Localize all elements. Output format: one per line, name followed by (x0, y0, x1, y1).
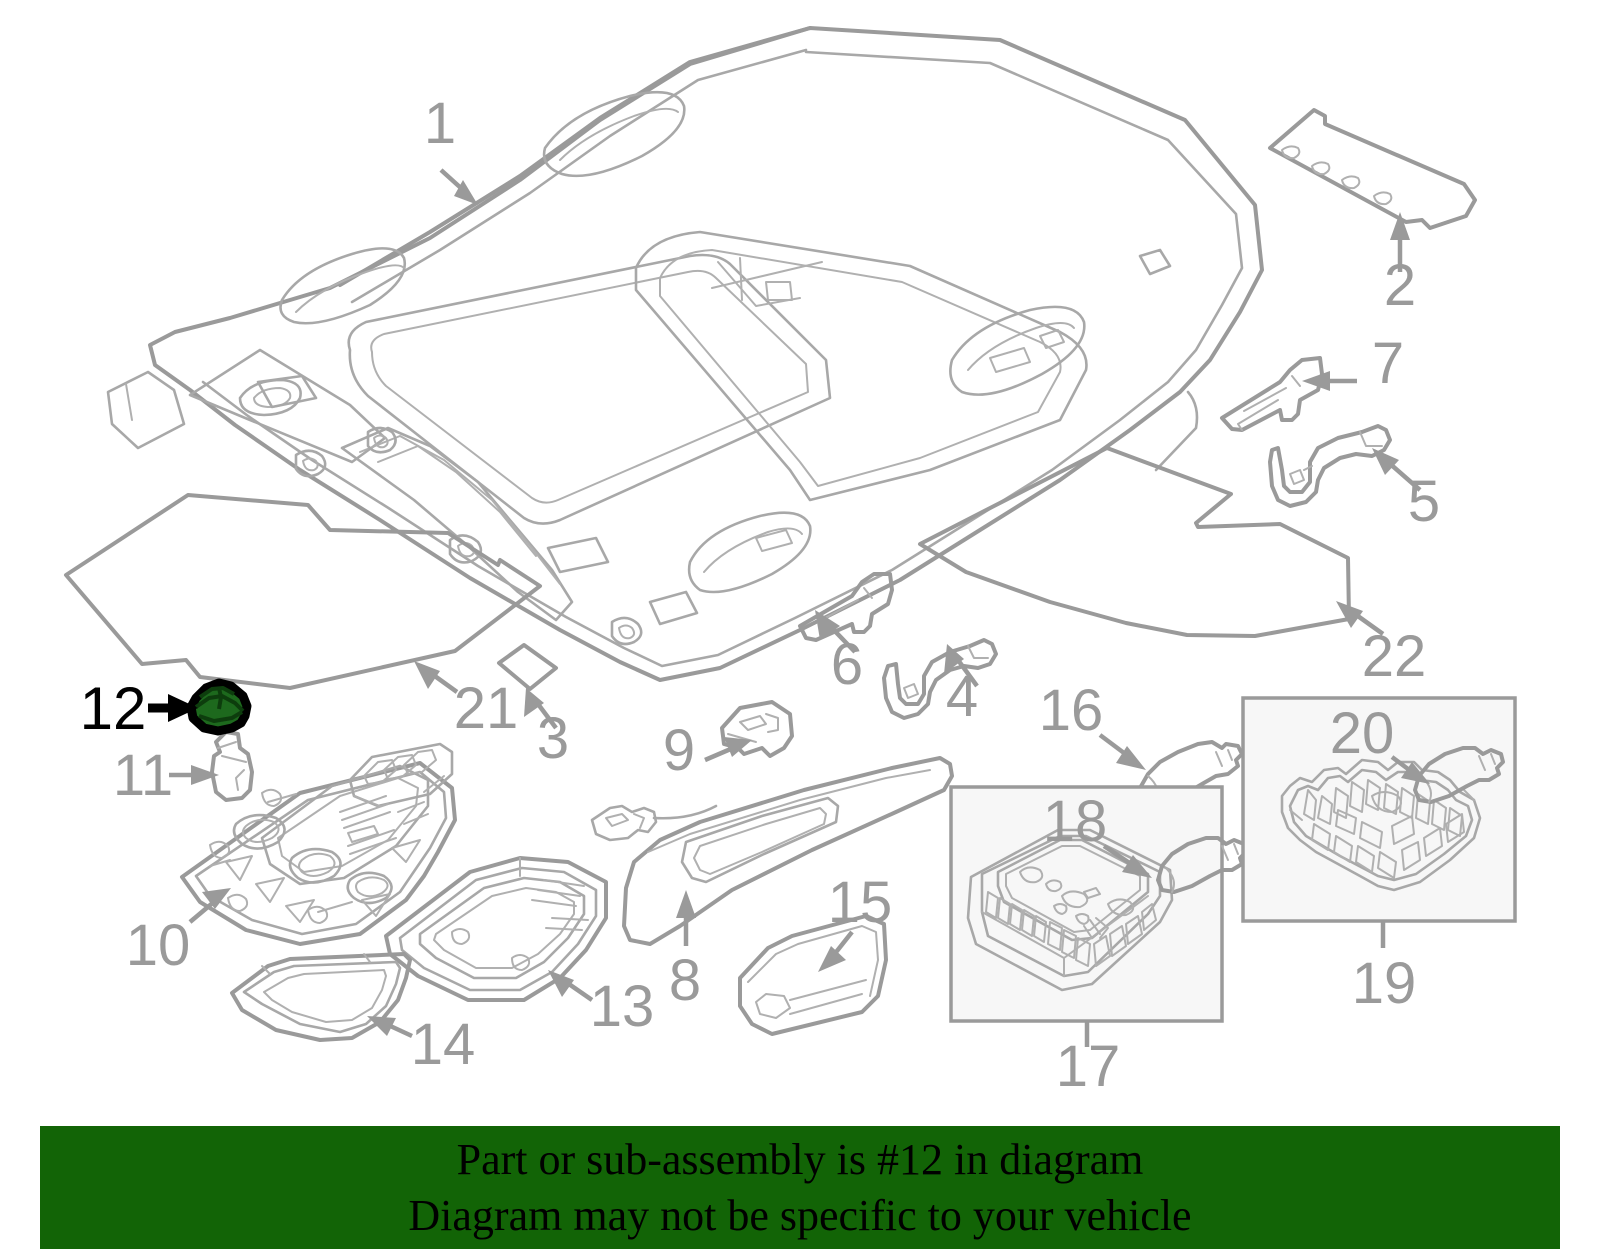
banner-line-disclaimer: Diagram may not be specific to your vehi… (408, 1190, 1192, 1240)
callout-label-18: 18 (1043, 789, 1108, 854)
callout-label-13: 13 (590, 974, 655, 1039)
part-grip-bracket-front (1220, 356, 1324, 432)
callout-leader-7 (1302, 371, 1357, 391)
callout-label-6: 6 (831, 632, 863, 697)
callout-leader-9 (704, 737, 752, 763)
part-console-lens-frame (230, 952, 412, 1042)
callout-leader-13 (548, 970, 594, 1002)
callout-leader-1 (439, 168, 478, 205)
disclaimer-banner: Part or sub-assembly is #12 in diagram D… (40, 1126, 1560, 1249)
part-dome-lamp-assembly-rear (966, 828, 1174, 992)
callout-leader-21 (414, 661, 459, 694)
callout-label-19: 19 (1352, 951, 1417, 1016)
callout-label-4: 4 (946, 664, 978, 729)
callout-leader-20 (1390, 755, 1430, 784)
part-overhead-console-housing (180, 742, 457, 946)
callout-leader-18 (1102, 844, 1152, 878)
callout-leader-10 (188, 888, 231, 924)
callout-leader-16 (1098, 733, 1146, 770)
callout-label-3: 3 (537, 706, 569, 771)
part-overhead-console-trim-bezel (384, 856, 608, 1002)
callout-label-14: 14 (411, 1012, 476, 1077)
callout-leader-15 (818, 930, 854, 972)
part-retainer-clip-grommet-highlighted (186, 678, 252, 736)
callout-label-11: 11 (113, 743, 173, 808)
callout-label-20: 20 (1330, 701, 1395, 766)
callout-label-2: 2 (1384, 253, 1416, 318)
callout-leader-11 (169, 765, 219, 785)
part-headliner (106, 26, 1264, 682)
callout-leader-4 (944, 644, 979, 688)
callout-label-1: 1 (424, 91, 456, 156)
callout-leader-22 (1336, 601, 1385, 636)
callout-label-7: 7 (1372, 331, 1404, 396)
callout-leader-6 (815, 610, 857, 654)
callout-leader-14 (367, 1016, 413, 1039)
callout-label-15: 15 (828, 870, 893, 935)
callout-label-8: 8 (669, 948, 701, 1013)
part-insulation-square-pad (497, 643, 558, 691)
callout-label-12: 12 (80, 675, 147, 742)
callout-leader-8 (676, 890, 696, 946)
part-grip-bracket-rear (798, 572, 894, 642)
callout-leader-2 (1390, 212, 1410, 272)
part-assist-grip-rear (882, 638, 998, 720)
callout-label-9: 9 (663, 718, 695, 783)
part-rear-roof-trim-panel (1268, 108, 1477, 230)
part-bulb-socket (210, 730, 254, 802)
part-dome-lamp-assembly-front (1280, 758, 1482, 892)
part-roof-insulation-pad-right (918, 446, 1351, 638)
banner-line-part-number: Part or sub-assembly is #12 in diagram (456, 1134, 1144, 1184)
callout-label-21: 21 (454, 676, 519, 741)
callout-leader-12-highlighted (148, 694, 198, 722)
callout-label-16: 16 (1039, 678, 1104, 743)
part-assist-grip-front (1268, 424, 1392, 508)
part-sun-visor-support-bracket (738, 914, 888, 1036)
part-roof-insulation-pad-left (64, 493, 542, 690)
callout-leader-5 (1372, 448, 1422, 492)
callout-label-22: 22 (1362, 624, 1427, 689)
part-sun-visor (590, 756, 954, 946)
callout-label-5: 5 (1408, 469, 1440, 534)
callout-label-17: 17 (1056, 1034, 1121, 1099)
callout-label-10: 10 (126, 913, 191, 978)
callout-leader-3 (524, 688, 558, 730)
